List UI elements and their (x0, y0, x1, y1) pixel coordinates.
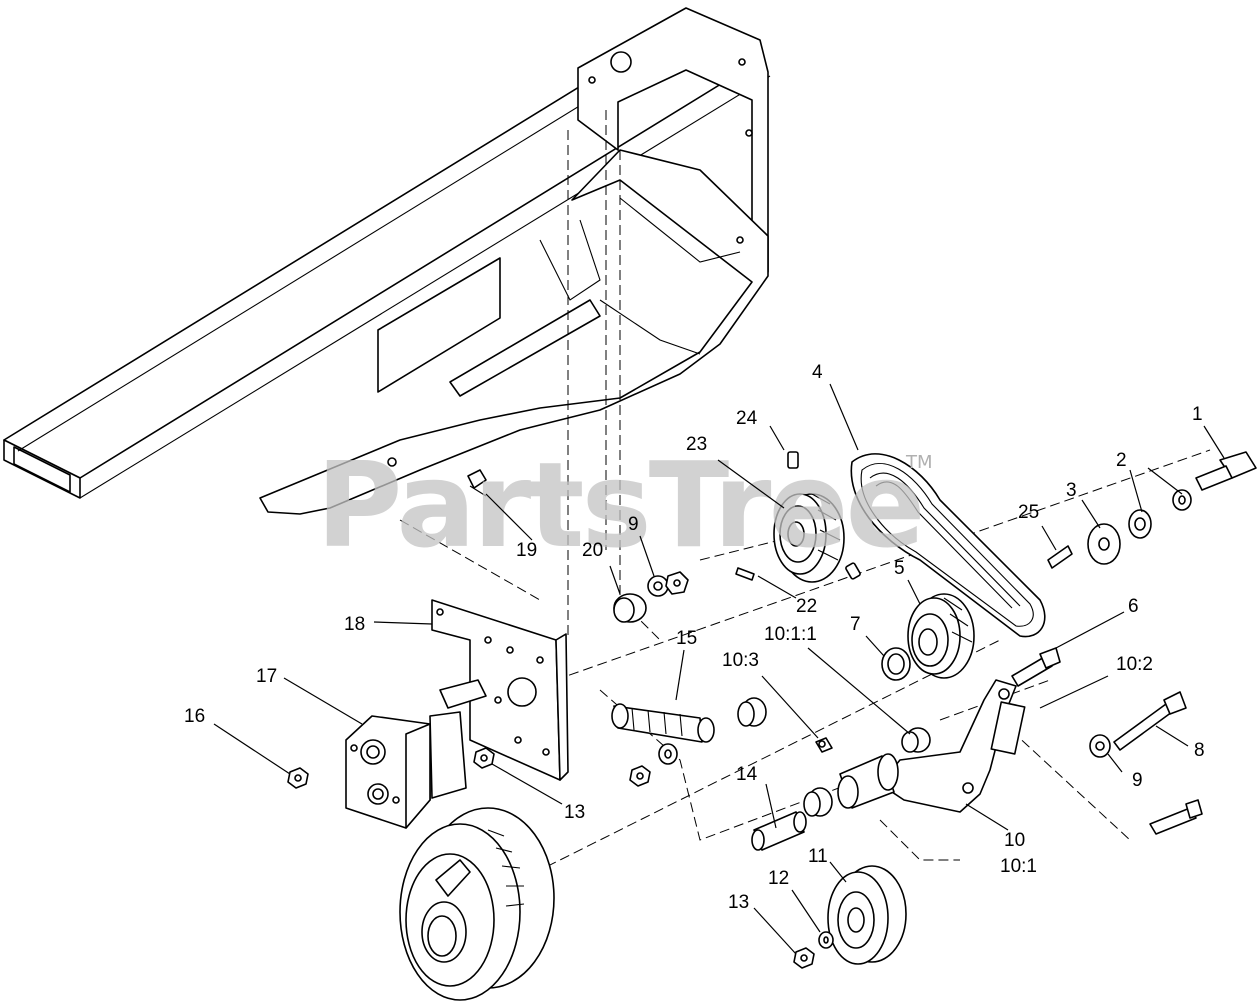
callout-11[interactable]: 11 (808, 846, 828, 867)
frame-hole-small (736, 236, 744, 244)
part-10-3-grease-fitting[interactable] (815, 737, 833, 753)
callout-13-upper[interactable]: 13 (564, 802, 585, 823)
bolt-lower-right (1149, 799, 1203, 835)
callout-7[interactable]: 7 (850, 614, 861, 635)
part-14-bushing[interactable] (751, 787, 833, 851)
callout-12[interactable]: 12 (768, 868, 789, 889)
callout-10-1[interactable]: 10:1 (1000, 856, 1037, 877)
part-22-key[interactable] (735, 567, 755, 581)
frame-gusset-edge (539, 219, 601, 301)
leader-lines (213, 383, 1225, 955)
frame-beam-bottom-edge (79, 75, 771, 499)
callout-9-upper[interactable]: 9 (628, 514, 639, 535)
callout-1[interactable]: 1 (1192, 404, 1203, 425)
callout-23[interactable]: 23 (686, 434, 707, 455)
part-13-nut-lower[interactable] (793, 947, 815, 969)
axis-line (939, 679, 1051, 721)
part-25-key[interactable] (1047, 545, 1073, 569)
callout-6[interactable]: 6 (1128, 596, 1139, 617)
part-16-nut[interactable] (287, 767, 309, 789)
part-7-bushing[interactable] (881, 647, 911, 681)
watermark-brand: PartsTree (316, 436, 923, 574)
axis-line (879, 819, 960, 861)
frame-hole (610, 51, 632, 73)
callout-10[interactable]: 10 (1004, 830, 1025, 851)
callout-17[interactable]: 17 (256, 666, 277, 687)
callout-19[interactable]: 19 (516, 540, 537, 561)
hidden-line (399, 519, 541, 601)
part-24-set-screw[interactable] (787, 451, 861, 580)
callout-14[interactable]: 14 (736, 764, 758, 785)
part-4-belt[interactable] (850, 453, 1046, 638)
part-3-washer[interactable] (1087, 523, 1121, 565)
part-13-nut-upper[interactable] (473, 747, 495, 769)
part-17-pump[interactable] (345, 679, 487, 829)
part-10-1-1-bushing[interactable] (901, 727, 931, 753)
axis-line (469, 449, 1211, 711)
callout-10-1-1[interactable]: 10:1:1 (764, 624, 817, 645)
frame-hole-small (738, 58, 746, 66)
callout-15[interactable]: 15 (676, 628, 697, 649)
frame-beam-top (3, 21, 761, 479)
callout-25[interactable]: 25 (1018, 502, 1039, 523)
part-2-bearing[interactable] (1128, 489, 1192, 539)
electric-clutch[interactable] (399, 807, 555, 1001)
frame-beam-opening (13, 446, 71, 493)
part-18-mount-plate[interactable] (431, 599, 569, 781)
callout-8[interactable]: 8 (1194, 740, 1205, 761)
callout-5[interactable]: 5 (894, 558, 905, 579)
part-15-spring[interactable] (611, 697, 767, 743)
part-6-bolt[interactable] (1011, 647, 1061, 687)
callout-4[interactable]: 4 (812, 362, 823, 383)
callout-9-lower[interactable]: 9 (1132, 770, 1143, 791)
part-11-idler-pulley[interactable] (827, 865, 907, 965)
callout-20[interactable]: 20 (582, 540, 603, 561)
axis-line (699, 529, 821, 561)
callout-3[interactable]: 3 (1066, 480, 1077, 501)
callout-24[interactable]: 24 (736, 408, 758, 429)
callout-10-3[interactable]: 10:3 (722, 650, 759, 671)
frame-inner-bracket (377, 257, 501, 393)
part-20-spacer[interactable] (613, 593, 647, 623)
callout-16[interactable]: 16 (184, 706, 205, 727)
frame-pan-edge (599, 299, 701, 355)
frame-hole-small (745, 129, 753, 137)
part-9-washer-lower[interactable] (1089, 734, 1111, 758)
callout-22[interactable]: 22 (796, 596, 817, 617)
callouts: 1 2 3 4 5 6 7 8 9 9 10 10:1 10:1:1 10:2 … (184, 362, 1205, 913)
frame-assembly (3, 7, 771, 641)
part-5-pulley[interactable] (907, 593, 975, 679)
callout-10-2[interactable]: 10:2 (1116, 654, 1153, 675)
axis-line (999, 719, 1131, 841)
part-19-bolt[interactable] (467, 469, 487, 497)
part-8-bolt[interactable] (1113, 691, 1187, 751)
watermark: PartsTree TM (316, 436, 933, 574)
frame-hole-small (387, 457, 397, 467)
callout-13-lower[interactable]: 13 (728, 892, 749, 913)
frame-floor-pan (259, 149, 769, 515)
part-9-washer-upper[interactable] (647, 571, 689, 597)
callout-18[interactable]: 18 (344, 614, 365, 635)
callout-2[interactable]: 2 (1116, 450, 1127, 471)
frame-gusset (449, 299, 601, 397)
watermark-trademark: TM (905, 452, 933, 473)
part-23-pulley[interactable] (773, 493, 845, 583)
part-10-idler-arm[interactable] (837, 679, 1026, 813)
part-1-bolt[interactable] (1195, 451, 1257, 491)
frame-pan-edge (619, 197, 741, 263)
frame-hole-small (588, 76, 596, 84)
washer-nut-spring (629, 743, 678, 787)
part-12-washer[interactable] (818, 931, 834, 949)
